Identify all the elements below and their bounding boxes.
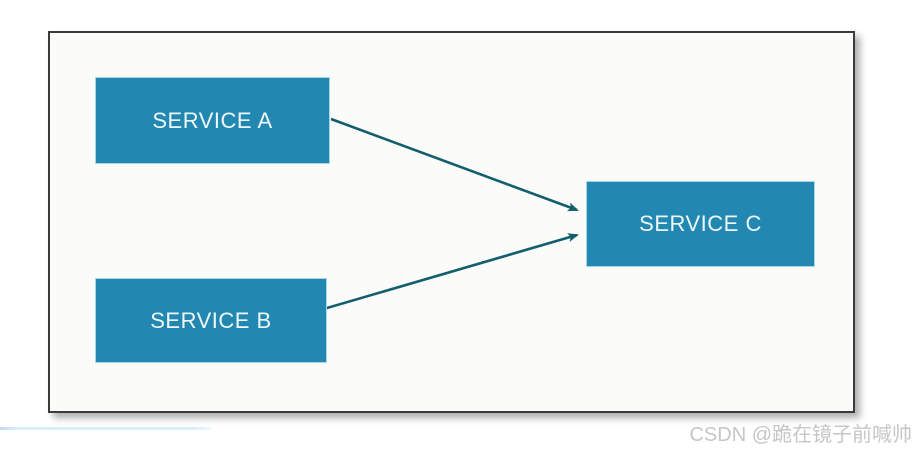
diagram-canvas: SERVICE A SERVICE B SERVICE C <box>48 31 855 413</box>
node-service-b-label: SERVICE B <box>150 307 272 333</box>
node-service-c-label: SERVICE C <box>639 211 762 236</box>
csdn-watermark: CSDN @跪在镜子前喊帅 <box>689 424 912 446</box>
node-service-a-label: SERVICE A <box>152 107 273 133</box>
bottom-left-highlight-strip <box>0 427 212 430</box>
node-service-c: SERVICE C <box>586 181 815 267</box>
node-service-a: SERVICE A <box>95 77 330 164</box>
edge-service-a-to-service-c <box>330 117 579 212</box>
node-service-b: SERVICE B <box>95 278 327 363</box>
